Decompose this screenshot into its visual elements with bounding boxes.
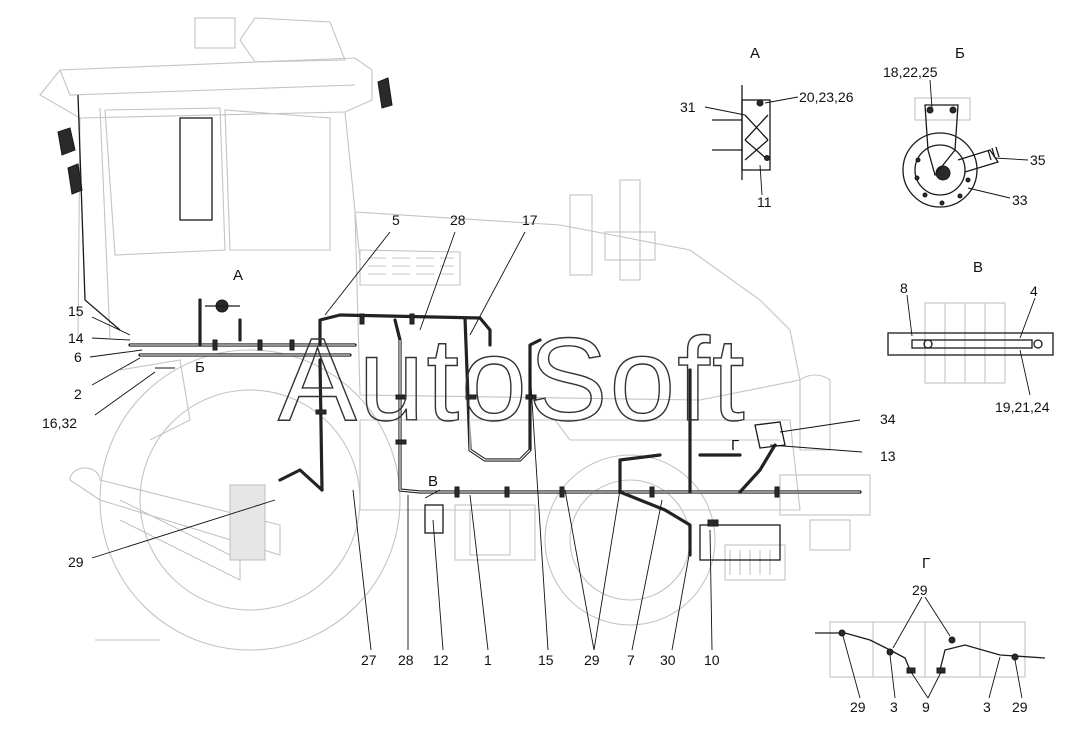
- sensor-box-34: [754, 421, 786, 449]
- view-g-label-29-right: 29: [1012, 699, 1028, 715]
- main-labels: 15 14 6 2 16,32 А Б В Г 5 28 17 34 13 29…: [42, 212, 896, 668]
- label-7: 7: [627, 652, 635, 668]
- wiring-harness: [128, 298, 862, 557]
- mirror-left-lower: [67, 163, 83, 195]
- label-1: 1: [484, 652, 492, 668]
- label-15-bottom: 15: [538, 652, 554, 668]
- detail-view-v: В 8 4 19,21,24: [887, 259, 1054, 415]
- label-29-bottom: 29: [584, 652, 600, 668]
- label-13: 13: [880, 448, 896, 464]
- watermark: AutoSoft: [278, 314, 747, 446]
- hood-grille: [368, 257, 454, 275]
- label-29-left: 29: [68, 554, 84, 570]
- view-b-label-18-22-25: 18,22,25: [883, 64, 938, 80]
- view-v-title: В: [973, 259, 983, 276]
- label-28-top: 28: [450, 212, 466, 228]
- view-b-label-33: 33: [1012, 192, 1028, 208]
- view-g-label-3-left: 3: [890, 699, 898, 715]
- detail-view-b: Б 18,22,25 35 33: [883, 45, 1046, 208]
- switch-A: [205, 299, 240, 313]
- battery: [699, 519, 781, 561]
- view-a-label-11: 11: [757, 194, 772, 210]
- view-marker-v: В: [428, 473, 438, 490]
- detail-view-a: А 31 20,23,26 11: [680, 45, 854, 210]
- view-v-label-8: 8: [900, 280, 908, 296]
- view-b-title: Б: [955, 45, 965, 62]
- view-a-label-31: 31: [680, 99, 696, 115]
- cab-pillar: [179, 117, 213, 221]
- label-30: 30: [660, 652, 676, 668]
- view-g-label-29-top: 29: [912, 582, 928, 598]
- view-b-bolts: [914, 157, 971, 206]
- cab-left-pillar-wire: [77, 94, 121, 331]
- view-g-label-9: 9: [922, 699, 930, 715]
- label-27: 27: [361, 652, 377, 668]
- label-14: 14: [68, 330, 84, 346]
- label-2: 2: [74, 386, 82, 402]
- view-a-title: А: [750, 45, 760, 62]
- mirror-left-upper: [57, 127, 76, 156]
- label-10: 10: [704, 652, 720, 668]
- view-g-label-29-left: 29: [850, 699, 866, 715]
- label-6: 6: [74, 349, 82, 365]
- label-12: 12: [433, 652, 449, 668]
- view-a-label-20-23-26: 20,23,26: [799, 89, 854, 105]
- view-b-label-35: 35: [1030, 152, 1046, 168]
- harness-clamps: [212, 313, 780, 498]
- mirror-right: [377, 77, 393, 109]
- leader-lines: [89, 231, 863, 651]
- detail-view-g: Г 29 29 3 9 3 29: [815, 555, 1046, 715]
- label-28-bottom: 28: [398, 652, 414, 668]
- label-15-left: 15: [68, 303, 84, 319]
- label-34: 34: [880, 411, 896, 427]
- label-5: 5: [392, 212, 400, 228]
- view-g-label-3-right: 3: [983, 699, 991, 715]
- view-marker-a: А: [233, 267, 243, 284]
- view-v-label-4: 4: [1030, 283, 1038, 299]
- view-marker-b: Б: [195, 359, 205, 376]
- view-marker-g: Г: [731, 437, 739, 454]
- label-16-32: 16,32: [42, 415, 77, 431]
- view-v-label-19-21-24: 19,21,24: [995, 399, 1050, 415]
- view-g-title: Г: [922, 555, 930, 572]
- label-17: 17: [522, 212, 538, 228]
